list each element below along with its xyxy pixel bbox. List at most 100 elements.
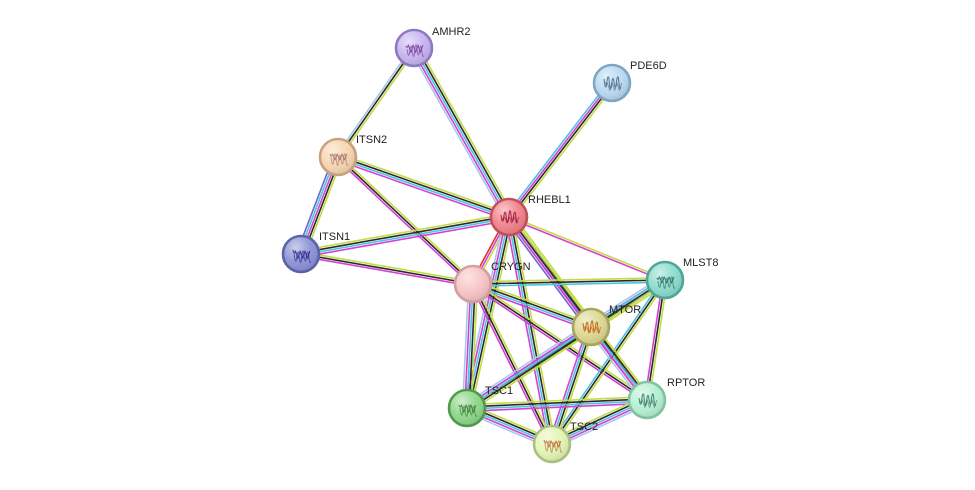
protein-structure-icon: [329, 153, 348, 161]
evidence-line-experimental: [335, 157, 473, 287]
node-rhebl1[interactable]: RHEBL1: [489, 194, 571, 237]
evidence-line-database: [550, 325, 591, 445]
edge-mlst8-tsc2[interactable]: [549, 277, 668, 447]
evidence-line-text-mining: [474, 282, 555, 444]
evidence-line-coexpression: [466, 398, 648, 408]
evidence-line-experimental: [470, 284, 551, 446]
edge-crygn-tsc2[interactable]: [470, 282, 555, 446]
node-label: PDE6D: [630, 60, 667, 72]
evidence-line-experimental: [466, 402, 648, 413]
evidence-line-text-mining: [473, 281, 650, 399]
evidence-line-text-mining: [554, 327, 595, 446]
evidence-line-text-mining: [508, 215, 667, 280]
edge-amhr2-itsn2[interactable]: [335, 45, 417, 160]
edge-itsn1-crygn[interactable]: [299, 251, 475, 287]
node-label: ITSN1: [319, 231, 350, 243]
evidence-line-text-mining: [470, 283, 479, 410]
evidence-line-database: [549, 277, 664, 444]
edge-amhr2-rhebl1[interactable]: [409, 45, 514, 220]
protein-structure-icon: [459, 404, 478, 418]
evidence-line-text-mining: [553, 280, 668, 447]
evidence-line-association: [461, 282, 470, 409]
protein-structure-icon: [501, 216, 520, 224]
node-tsc2[interactable]: TSC2: [532, 421, 598, 464]
evidence-line-coexpression: [300, 253, 474, 285]
evidence-line-coexpression: [472, 282, 593, 327]
evidence-line-text-mining: [417, 45, 514, 216]
edge-rhebl1-mlst8[interactable]: [507, 215, 667, 282]
evidence-line-coexpression: [551, 279, 666, 445]
edge-layer: [296, 45, 669, 449]
protein-structure-icon: [656, 276, 675, 284]
evidence-line-text-mining: [510, 84, 616, 220]
evidence-line-text-mining: [468, 329, 595, 413]
evidence-line-association: [335, 45, 413, 157]
node-label: ITSN2: [356, 134, 387, 146]
evidence-line-text-mining: [472, 277, 666, 283]
evidence-line-coexpression: [415, 46, 512, 217]
evidence-line-experimental: [644, 278, 664, 401]
evidence-line-coexpression: [300, 215, 510, 254]
edge-pde6d-rhebl1[interactable]: [505, 80, 616, 220]
evidence-line-experimental: [548, 325, 589, 444]
evidence-line-homology: [504, 218, 589, 331]
node-label: RHEBL1: [528, 194, 571, 206]
protein-structure-icon: [604, 81, 623, 92]
protein-structure-icon: [657, 276, 676, 289]
node-amhr2[interactable]: AMHR2: [394, 26, 471, 68]
edge-crygn-mlst8[interactable]: [472, 277, 666, 287]
evidence-line-coexpression: [337, 156, 474, 285]
evidence-line-experimental: [464, 215, 508, 409]
evidence-line-database: [466, 283, 474, 409]
evidence-line-text-mining: [473, 280, 593, 325]
evidence-line-experimental: [507, 217, 666, 282]
evidence-line-text-mining: [338, 153, 511, 215]
evidence-line-coexpression: [468, 283, 476, 409]
node-crygn[interactable]: CRYGN: [453, 261, 531, 304]
evidence-line-experimental: [411, 48, 508, 219]
evidence-line-association: [463, 322, 590, 406]
evidence-line-coexpression: [337, 47, 415, 158]
edge-mtor-tsc1[interactable]: [463, 322, 595, 413]
node-pde6d[interactable]: PDE6D: [592, 60, 667, 103]
evidence-line-experimental: [464, 283, 472, 409]
evidence-line-database: [336, 157, 510, 219]
evidence-line-database: [466, 326, 592, 409]
evidence-line-database: [300, 217, 510, 256]
evidence-line-coexpression: [472, 279, 666, 285]
evidence-line-experimental: [299, 255, 474, 287]
node-label: MLST8: [683, 257, 718, 269]
node-label: AMHR2: [432, 26, 471, 38]
protein-structure-icon: [330, 153, 349, 166]
edge-mtor-tsc2[interactable]: [548, 325, 595, 446]
edge-itsn2-crygn[interactable]: [335, 154, 476, 287]
evidence-line-experimental: [464, 324, 591, 407]
edge-mlst8-rptor[interactable]: [644, 278, 668, 402]
evidence-line-text-mining: [300, 251, 475, 283]
evidence-line-coexpression: [472, 283, 553, 445]
evidence-line-experimental: [470, 285, 647, 403]
node-itsn2[interactable]: ITSN2: [318, 134, 387, 177]
protein-structure-icon: [543, 439, 562, 448]
evidence-line-text-mining: [339, 48, 417, 160]
node-label: MTOR: [609, 304, 641, 316]
node-itsn1[interactable]: ITSN1: [281, 231, 350, 274]
edge-itsn1-rhebl1[interactable]: [299, 212, 511, 259]
edge-crygn-tsc1[interactable]: [461, 282, 479, 410]
evidence-line-text-mining: [299, 212, 510, 252]
node-tsc1[interactable]: TSC1: [447, 385, 513, 428]
evidence-line-experimental: [504, 216, 550, 446]
edge-tsc1-rptor[interactable]: [466, 395, 648, 413]
node-rptor[interactable]: RPTOR: [627, 377, 705, 420]
node-mtor[interactable]: MTOR: [571, 304, 641, 347]
node-highlight: [648, 263, 682, 297]
edge-itsn2-rhebl1[interactable]: [336, 153, 511, 221]
evidence-line-text-mining: [648, 279, 668, 402]
node-mlst8[interactable]: MLST8: [645, 257, 718, 300]
node-highlight: [535, 427, 569, 461]
evidence-line-database: [466, 216, 510, 409]
evidence-line-text-mining: [511, 213, 596, 326]
node-highlight: [321, 140, 355, 174]
